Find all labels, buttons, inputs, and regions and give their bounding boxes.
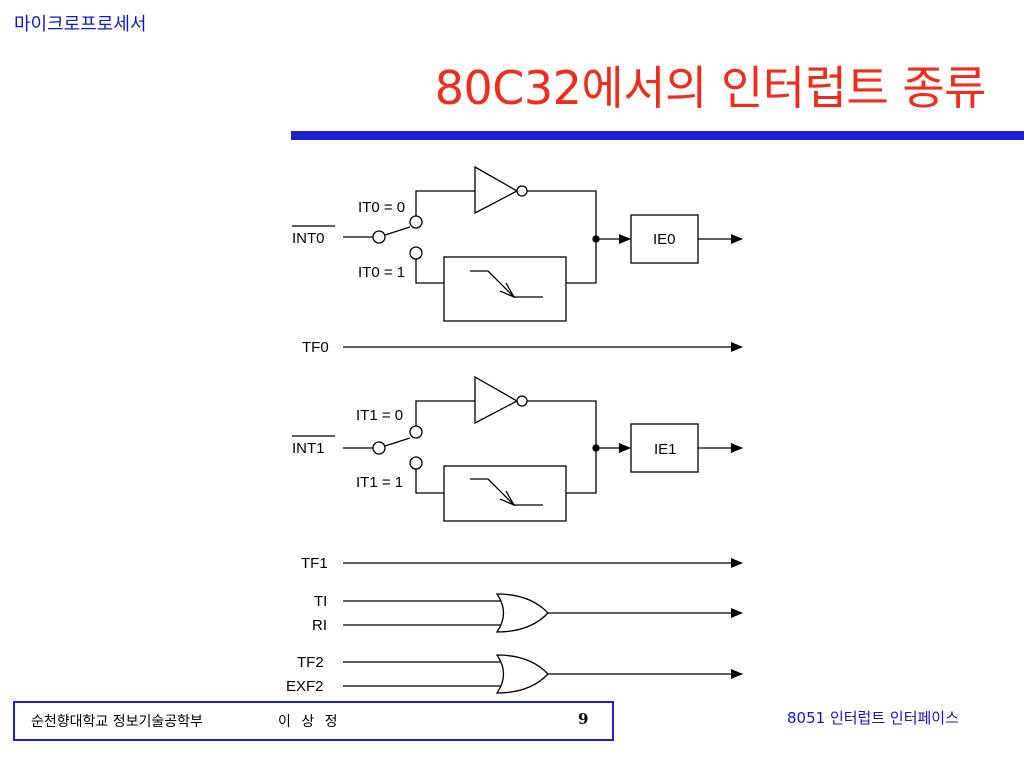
slide-title: 80C32에서의 인터럽트 종류 xyxy=(434,61,987,115)
or-gate-timer2 xyxy=(343,654,743,694)
ie0-label: IE0 xyxy=(653,231,676,248)
int1-block xyxy=(292,375,743,522)
int0-label: INT0 xyxy=(292,230,325,247)
ie1-label: IE1 xyxy=(654,441,677,458)
ri-label: RI xyxy=(312,617,327,634)
tf2-label: TF2 xyxy=(297,654,324,671)
it0-1-label: IT0 = 1 xyxy=(358,264,405,281)
int1-label: INT1 xyxy=(292,440,325,457)
exf2-label: EXF2 xyxy=(286,678,324,695)
it0-0-label: IT0 = 0 xyxy=(358,199,405,216)
it1-1-label: IT1 = 1 xyxy=(356,474,403,491)
int0-block xyxy=(292,165,743,322)
page-number: 9 xyxy=(578,710,589,728)
or-gate-serial xyxy=(343,593,743,633)
footer-box: 순천향대학교 정보기술공학부 이 상 정 9 xyxy=(13,701,614,741)
title-divider xyxy=(291,131,1024,140)
footer-affiliation: 순천향대학교 정보기술공학부 xyxy=(31,714,203,730)
tf0-label: TF0 xyxy=(302,339,329,356)
it1-0-label: IT1 = 0 xyxy=(356,407,403,424)
course-title: 마이크로프로세서 xyxy=(14,14,147,35)
tf1-label: TF1 xyxy=(301,555,328,572)
footer-author: 이 상 정 xyxy=(278,714,341,730)
ti-label: TI xyxy=(314,593,327,610)
footer-topic: 8051 인터럽트 인터페이스 xyxy=(787,709,959,727)
